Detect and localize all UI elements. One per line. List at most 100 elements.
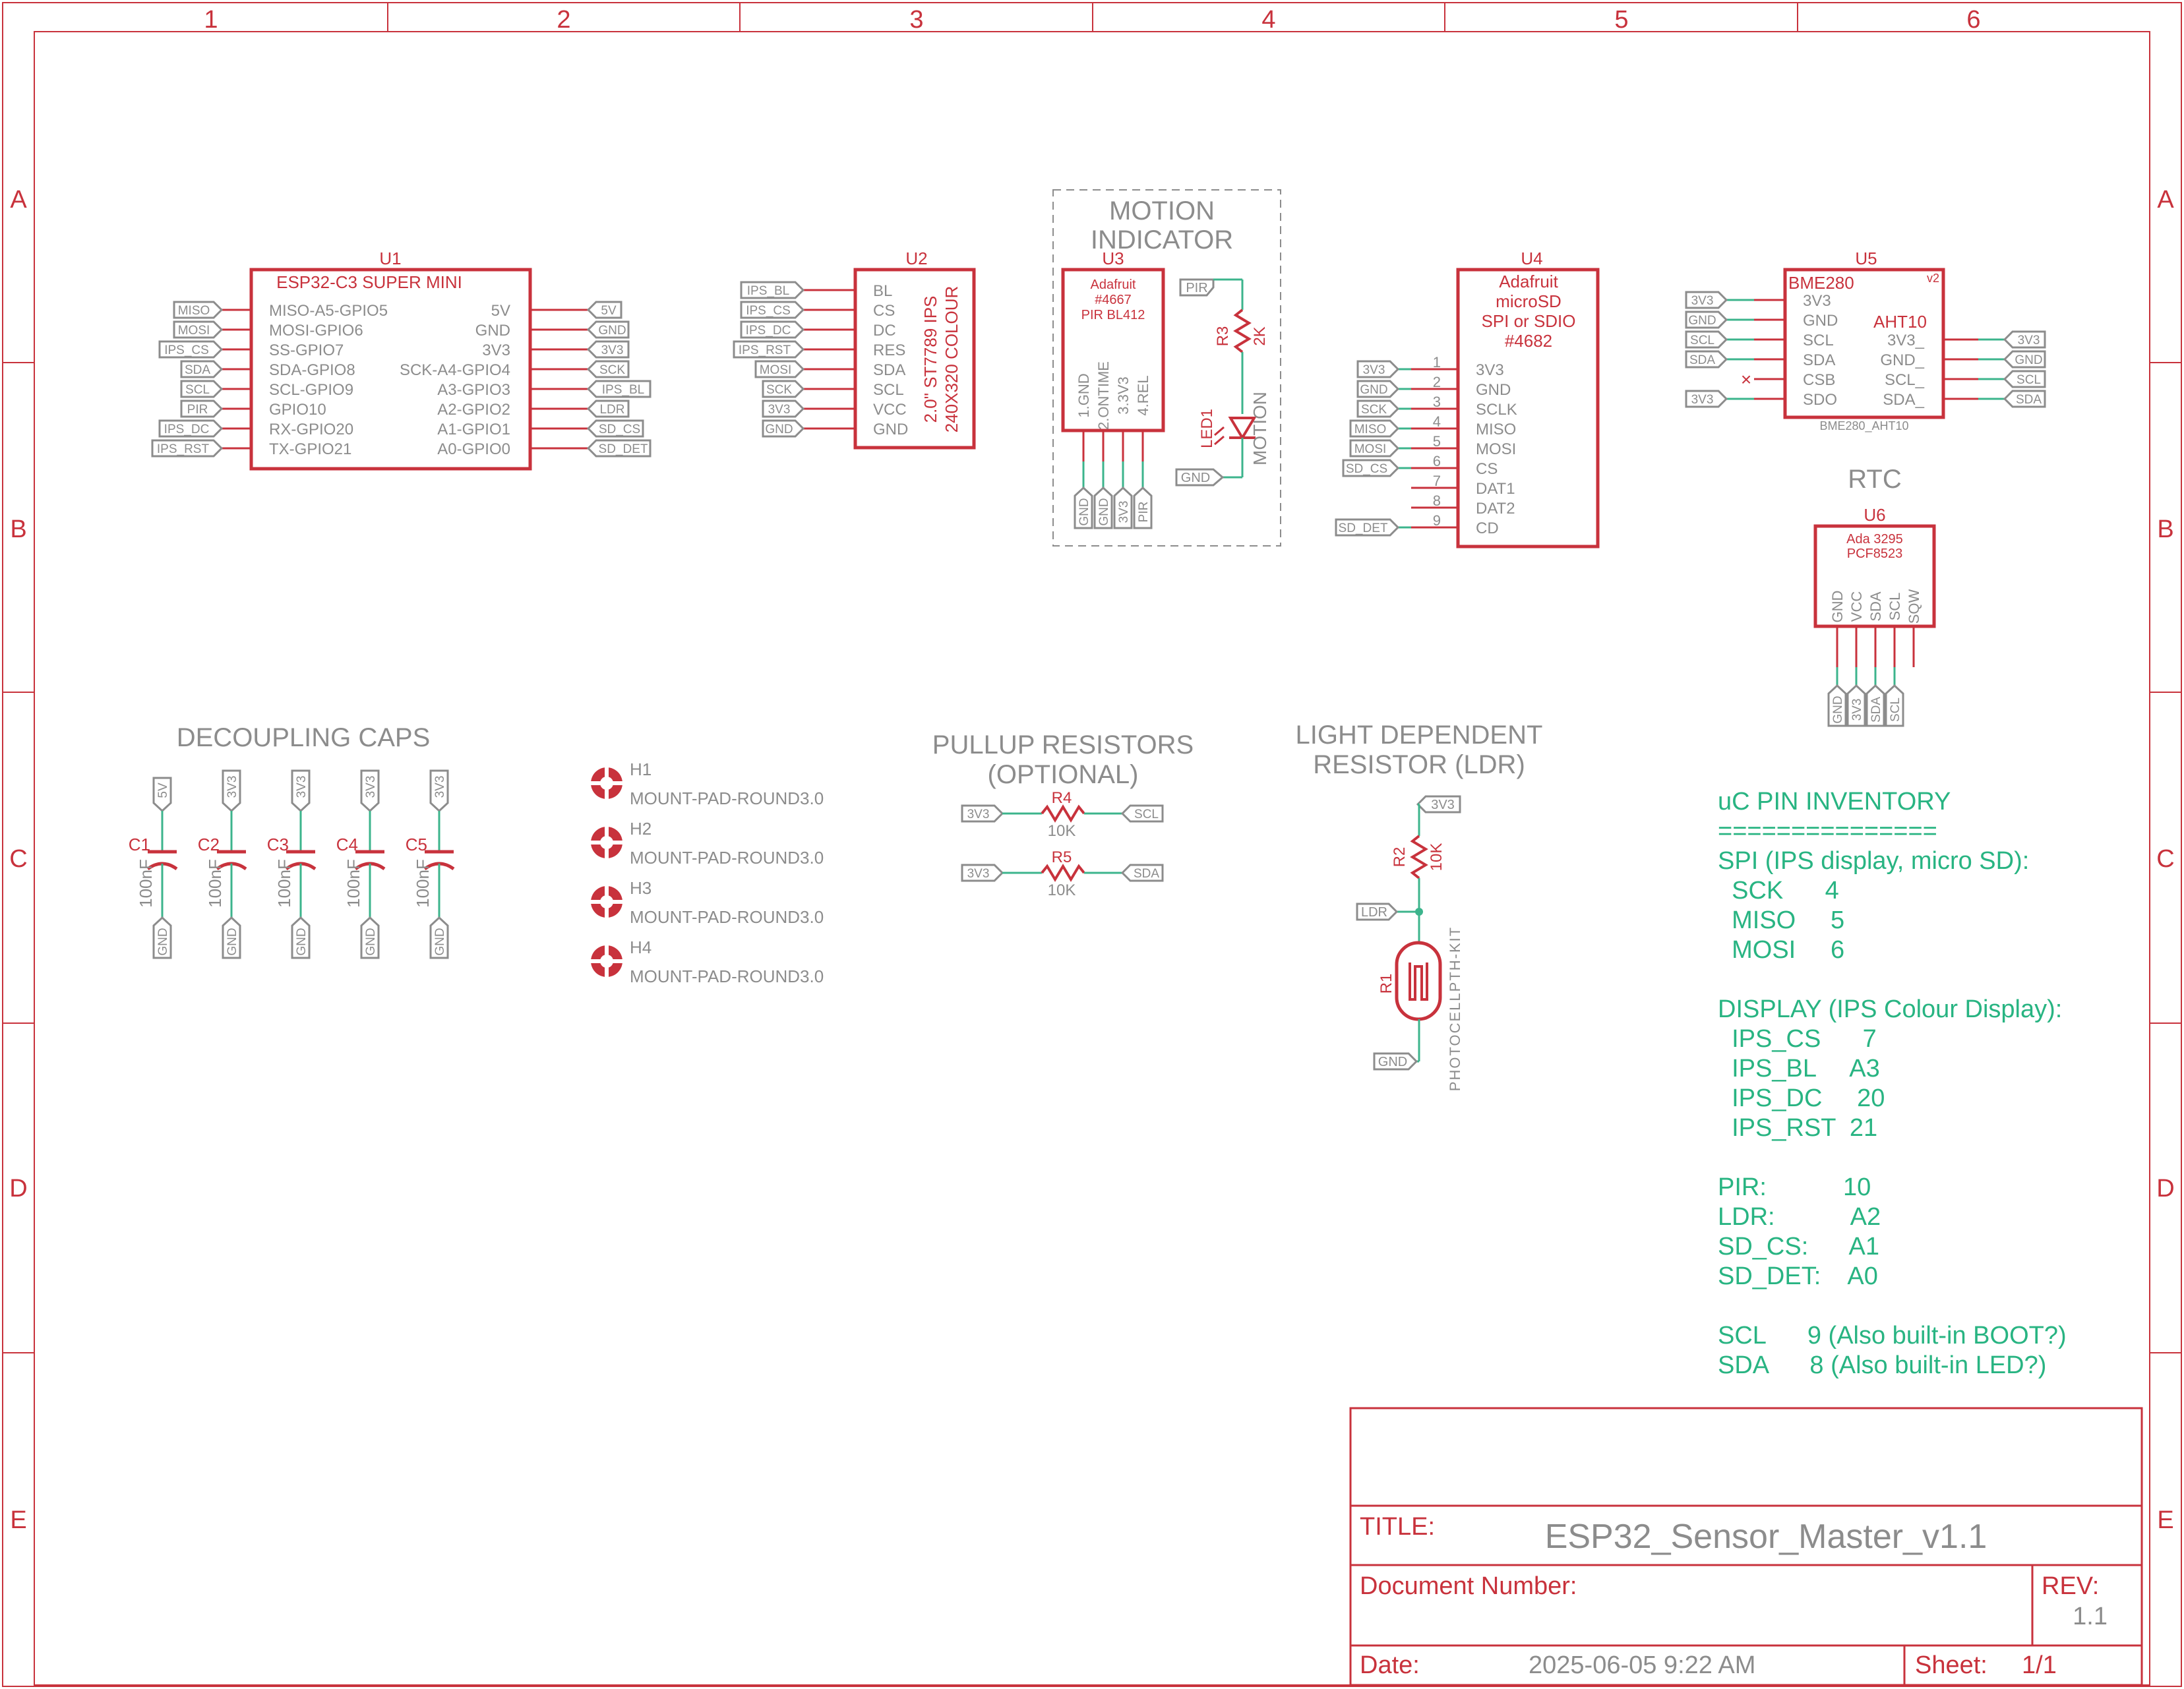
u2-display-symbol[interactable]: U2 2.0" ST7789 IPS 240X320 COLOUR BLIPS_… [733,249,976,450]
net-label [1175,468,1225,487]
u6-rtc-symbol[interactable]: U6 Ada 3295 PCF8523 GNDGNDVCC3V3SDASDASC… [1813,505,1936,727]
u4-pin-label: DAT1 [1476,480,1515,498]
u6-pin-label: GND [1829,591,1846,623]
u4-pin-label: GND [1476,381,1511,399]
ldr-heading-line1: LIGHT DEPENDENT [1296,721,1543,750]
u3-line2: #4667 [1095,293,1132,307]
net-label-text: SDA [1134,867,1159,881]
date-value: 2025-06-05 9:22 AM [1529,1651,1755,1679]
u1-esp32-symbol[interactable]: U1 ESP32-C3 SUPER MINI MISO-A5-GPIO5MISO… [151,249,652,471]
inventory-line: SPI (IPS display, micro SD): [1718,847,2029,875]
column-label: 5 [1614,6,1628,34]
u4-pin-number: 2 [1433,374,1441,390]
decoupling-heading: DECOUPLING CAPS [177,723,431,752]
net-label [429,916,449,959]
net-label-text: 3V3 [967,808,990,821]
net-label-text: SCL [2017,373,2041,387]
u1-right-pin-label: A2-GPIO2 [437,401,510,419]
u2-title-line2: 240X320 COLOUR [942,286,961,433]
net-label-text: SDA [2016,393,2042,407]
ldr-heading-line2: RESISTOR (LDR) [1313,750,1525,779]
net-label [1885,684,1904,727]
column-label: 1 [204,6,218,34]
motion-heading-line1: MOTION [1109,196,1215,225]
row-label: E [2157,1506,2173,1534]
photocell-symbol [1395,941,1442,1021]
net-label [1373,1052,1418,1071]
mount-gap [605,766,609,800]
u3-ref: U3 [1102,249,1124,268]
u4-line4: #4682 [1505,331,1552,351]
mount-part: MOUNT-PAD-ROUND3.0 [630,788,824,808]
net-label [733,340,805,359]
sheet-value: 1/1 [2022,1651,2057,1679]
ldr-bottom-net: GND [1378,1055,1407,1069]
net-label-text: MISO [178,304,210,318]
u4-pin-number: 6 [1433,453,1441,469]
u5-left-pin-label: 3V3 [1803,292,1831,310]
u5-pins: 3V33V3GNDGNDSCLSCLSDASDACSB×SDO3V33V3_3V… [1685,291,2046,409]
r2-ref: R2 [1391,847,1409,868]
u5-version: v2 [1927,272,1939,285]
u6-ref: U6 [1864,505,1885,525]
net-label [1416,795,1461,814]
u1-right-pin-label: A3-GPIO3 [437,381,510,399]
mount-ref: H4 [630,937,652,957]
u5-bme280-symbol[interactable]: U5 v2 BME280 AHT10 BME280_AHT10 3V33V3GN… [1685,249,2046,433]
u1-left-pin-label: SDA-GPIO8 [269,361,355,379]
u5-right-pin-label: SCL_ [1885,371,1925,389]
net-label [1866,684,1885,727]
u3-pir-symbol[interactable]: U3 Adafruit #4667 PIR BL412 1.GNDGND2.ON… [1061,249,1165,529]
net-label [1113,486,1133,529]
u4-pin-number: 1 [1433,354,1441,370]
net-label-text: 3V3 [1691,393,1714,407]
u4-pin-number: 8 [1433,492,1441,509]
net-label-text: SD_DET [599,442,648,456]
net-label [1685,330,1728,349]
rev-value: 1.1 [2073,1603,2108,1630]
net-label [2003,390,2046,408]
net-label [2003,370,2046,388]
net-label [180,400,224,418]
mount-part: MOUNT-PAD-ROUND3.0 [630,966,824,986]
net-label [1120,864,1164,882]
u3-line3: PIR BL412 [1081,308,1145,322]
ldr-circuit: 3V3 R2 10K LDR R1 PHOTOCELLPTH-KIT GND [1356,795,1463,1091]
net-label [2003,350,2046,369]
u5-right-pin-label: SDA_ [1883,391,1924,409]
cap-ref: C1 [129,835,150,854]
net-label-text: IPS_CS [746,304,791,318]
net-label [180,360,224,378]
r3-value: 2K [1251,326,1269,345]
inventory-line: IPS_CS 7 [1718,1025,1877,1053]
u5-left-pin-label: SDA [1803,351,1835,369]
column-label: 2 [557,6,570,34]
net-label-text: SCL [1889,697,1902,722]
net-label-text: GND [1360,383,1387,397]
u5-footer: BME280_AHT10 [1819,419,1908,433]
net-label [586,320,630,339]
inventory-line: IPS_BL A3 [1718,1055,1880,1082]
net-label [961,864,1004,882]
net-label [291,769,311,813]
row-label: E [10,1506,26,1534]
net-label-text: GND [598,324,626,338]
net-label-text: SCL [185,383,210,397]
net-label [586,439,652,458]
r3-ref: R3 [1214,326,1232,347]
cap-value: 100nF [344,859,363,908]
u6-pin-label: VCC [1848,591,1865,622]
inventory-line: SD_CS: A1 [1718,1233,1879,1260]
u4-ref: U4 [1521,249,1542,268]
net-label-text: GND [156,928,170,955]
u4-line2: microSD [1496,291,1562,311]
net-label [740,301,805,319]
